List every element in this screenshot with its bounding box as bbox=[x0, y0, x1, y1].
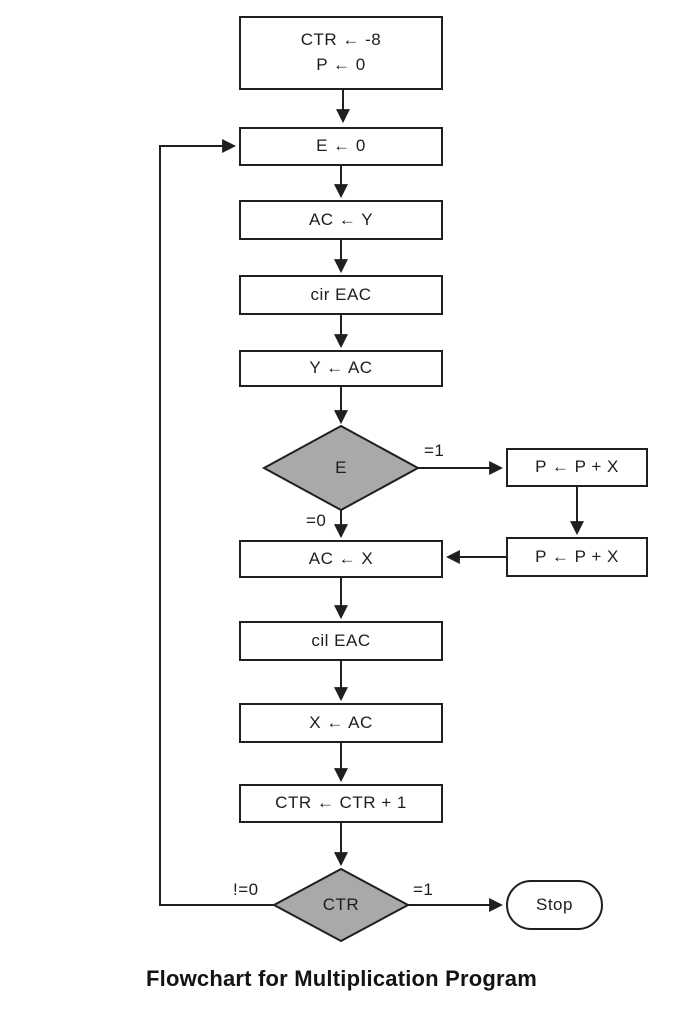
edge-label-ctr-equals-1: =1 bbox=[413, 880, 434, 899]
node-ctr-inc: CTR ← CTR + 1 bbox=[239, 784, 443, 823]
node-p-px-2: P ← P + X bbox=[506, 537, 648, 577]
edge-label-ctr-not-0: !=0 bbox=[233, 880, 259, 899]
node-ac-y: AC ← Y bbox=[239, 200, 443, 240]
node-set-e: E ← 0 bbox=[239, 127, 443, 166]
decision-e-label: E bbox=[335, 458, 347, 477]
decision-ctr-diamond bbox=[271, 867, 411, 943]
node-init: CTR ← -8 P ← 0 bbox=[239, 16, 443, 90]
node-p-px-1: P ← P + X bbox=[506, 448, 648, 487]
node-init-line1: CTR ← -8 bbox=[300, 30, 382, 50]
node-cir-eac: cir EAC bbox=[239, 275, 443, 315]
edge-label-e-equals-0: =0 bbox=[306, 511, 327, 530]
decision-e-diamond bbox=[261, 424, 421, 512]
node-cil-eac: cil EAC bbox=[239, 621, 443, 661]
decision-ctr-label: CTR bbox=[322, 895, 360, 914]
flowchart-caption: Flowchart for Multiplication Program bbox=[146, 966, 537, 991]
node-stop: Stop bbox=[506, 880, 603, 930]
node-init-line2: P ← 0 bbox=[316, 55, 366, 74]
node-y-ac: Y ← AC bbox=[239, 350, 443, 387]
edge-label-e-equals-1: =1 bbox=[424, 441, 445, 460]
node-x-ac: X ← AC bbox=[239, 703, 443, 743]
node-ac-x: AC ← X bbox=[239, 540, 443, 578]
